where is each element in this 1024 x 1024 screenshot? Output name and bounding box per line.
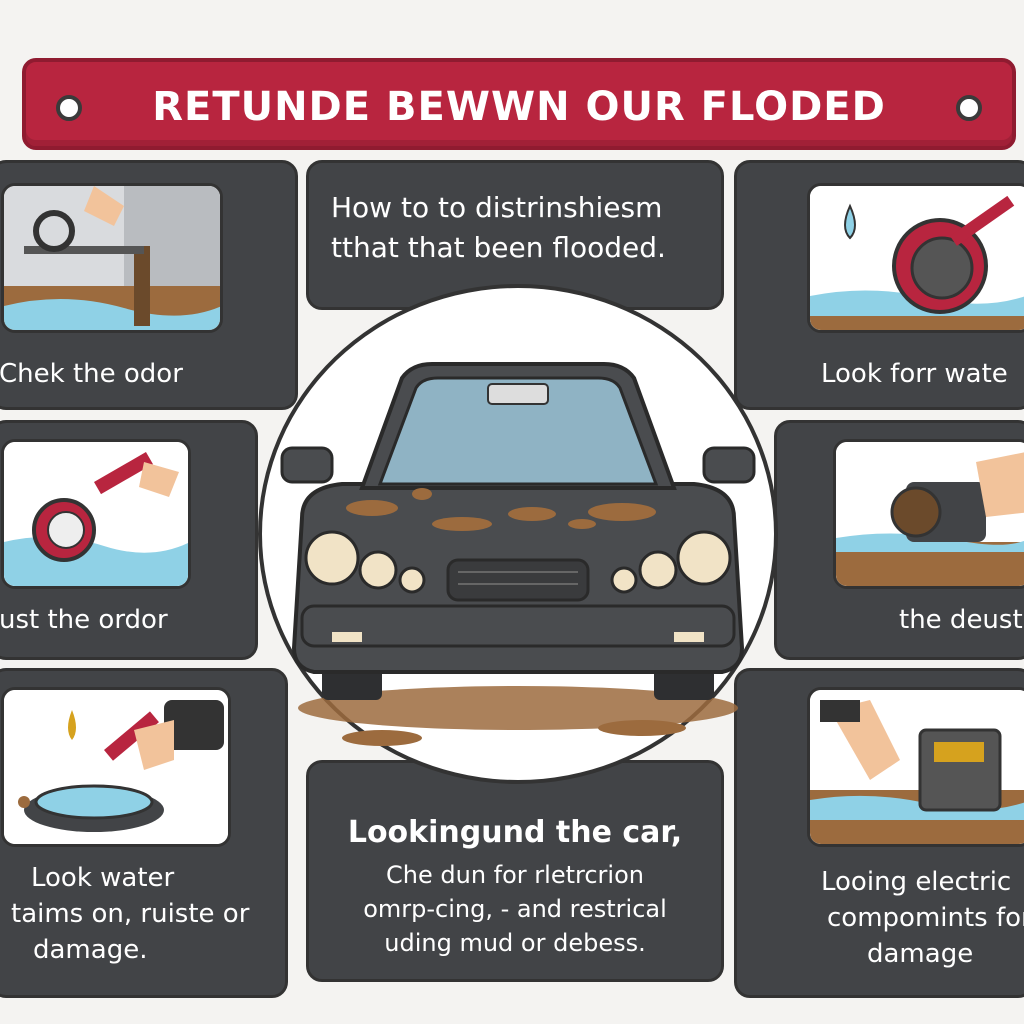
right-panel-1: Look forr wate: [734, 160, 1024, 410]
rust-check-illustration: [1, 439, 191, 589]
right-panel-2: the deust: [774, 420, 1024, 660]
right-label-3-line-1: Looing electric: [821, 867, 1012, 897]
bottom-line-3: uding mud or debess.: [384, 929, 646, 957]
right-label-3-line-3: damage: [867, 939, 974, 969]
right-panel-3: Looing electric compomints for damage: [734, 668, 1024, 998]
water-check-illustration: [807, 183, 1024, 333]
banner-hole-left-icon: [56, 95, 82, 121]
bottom-heading: Lookingund the car,: [347, 815, 683, 850]
intro-line-1: How to to distrinshiesm: [331, 191, 663, 224]
left-label-2: ust the ordor: [0, 605, 168, 635]
dust-check-illustration: [833, 439, 1024, 589]
left-label-3-line-1: Look water: [31, 863, 175, 893]
banner-hole-right-icon: [956, 95, 982, 121]
left-panel-1: Chek the odor: [0, 160, 298, 410]
right-label-2: the deust: [899, 605, 1023, 635]
bottom-line-2: omrp-cing, - and restrical: [363, 895, 667, 923]
bottom-line-1: Che dun for rletrcrion: [386, 861, 644, 889]
left-label-3-line-2: taims on, ruiste or: [11, 899, 250, 929]
car-illustration-circle: [258, 284, 778, 784]
bottom-panel: Lookingund the car, Che dun for rletrcri…: [306, 760, 724, 982]
odor-check-illustration: [1, 183, 223, 333]
intro-line-2: tthat that been flooded.: [331, 231, 666, 264]
right-label-3-line-2: compomints for: [827, 903, 1024, 933]
electrical-check-illustration: [807, 687, 1024, 847]
right-label-1: Look forr wate: [821, 359, 1008, 389]
flooded-car-icon: [280, 362, 756, 746]
left-label-3-line-3: damage.: [33, 935, 148, 965]
title-banner: RETUNDE BEWWN OUR FLODED: [22, 58, 1016, 150]
left-panel-3: Look water taims on, ruiste or damage.: [0, 668, 288, 998]
left-label-1: Chek the odor: [0, 359, 183, 389]
banner-title: RETUNDE BEWWN OUR FLODED: [152, 84, 886, 130]
left-panel-2: ust the ordor: [0, 420, 258, 660]
water-stain-illustration: [1, 687, 231, 847]
